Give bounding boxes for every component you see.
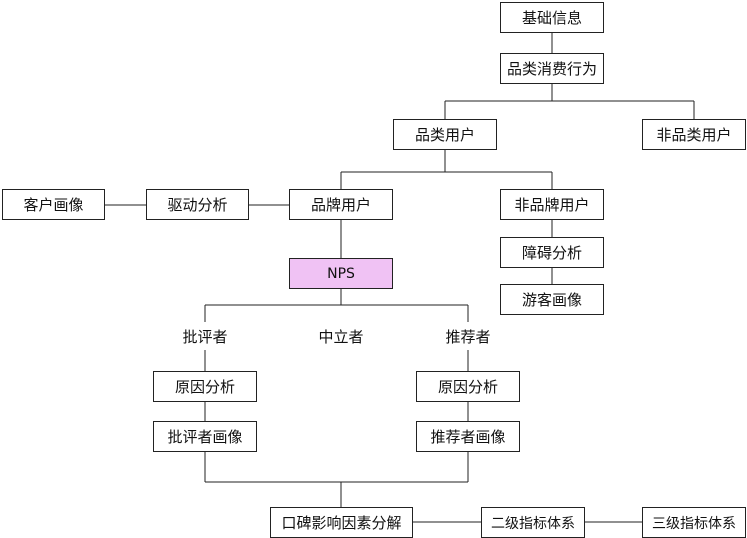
node-non-brand-user: 非品牌用户 (500, 189, 604, 220)
node-non-category-user: 非品类用户 (642, 119, 746, 150)
label-promoters: 推荐者 (445, 327, 491, 346)
node-brand-user: 品牌用户 (289, 189, 393, 220)
node-critic-cause-analysis: 原因分析 (153, 371, 257, 402)
node-level2-index-system: 二级指标体系 (481, 507, 585, 538)
node-category-consumption-behavior: 品类消费行为 (500, 53, 604, 84)
node-driver-analysis: 驱动分析 (146, 189, 249, 220)
node-visitor-profile: 游客画像 (500, 284, 604, 315)
node-promoter-profile: 推荐者画像 (416, 421, 520, 452)
node-level3-index-system: 三级指标体系 (642, 507, 746, 538)
node-critic-profile: 批评者画像 (153, 421, 257, 452)
node-category-user: 品类用户 (393, 119, 497, 150)
node-barrier-analysis: 障碍分析 (500, 237, 604, 268)
label-neutral: 中立者 (318, 327, 364, 346)
node-basic-info: 基础信息 (500, 2, 604, 33)
node-customer-profile: 客户画像 (2, 189, 105, 220)
node-word-of-mouth-factors: 口碑影响因素分解 (270, 507, 413, 538)
node-nps: NPS (289, 258, 393, 289)
label-critics: 批评者 (182, 327, 228, 346)
node-promoter-cause-analysis: 原因分析 (416, 371, 520, 402)
